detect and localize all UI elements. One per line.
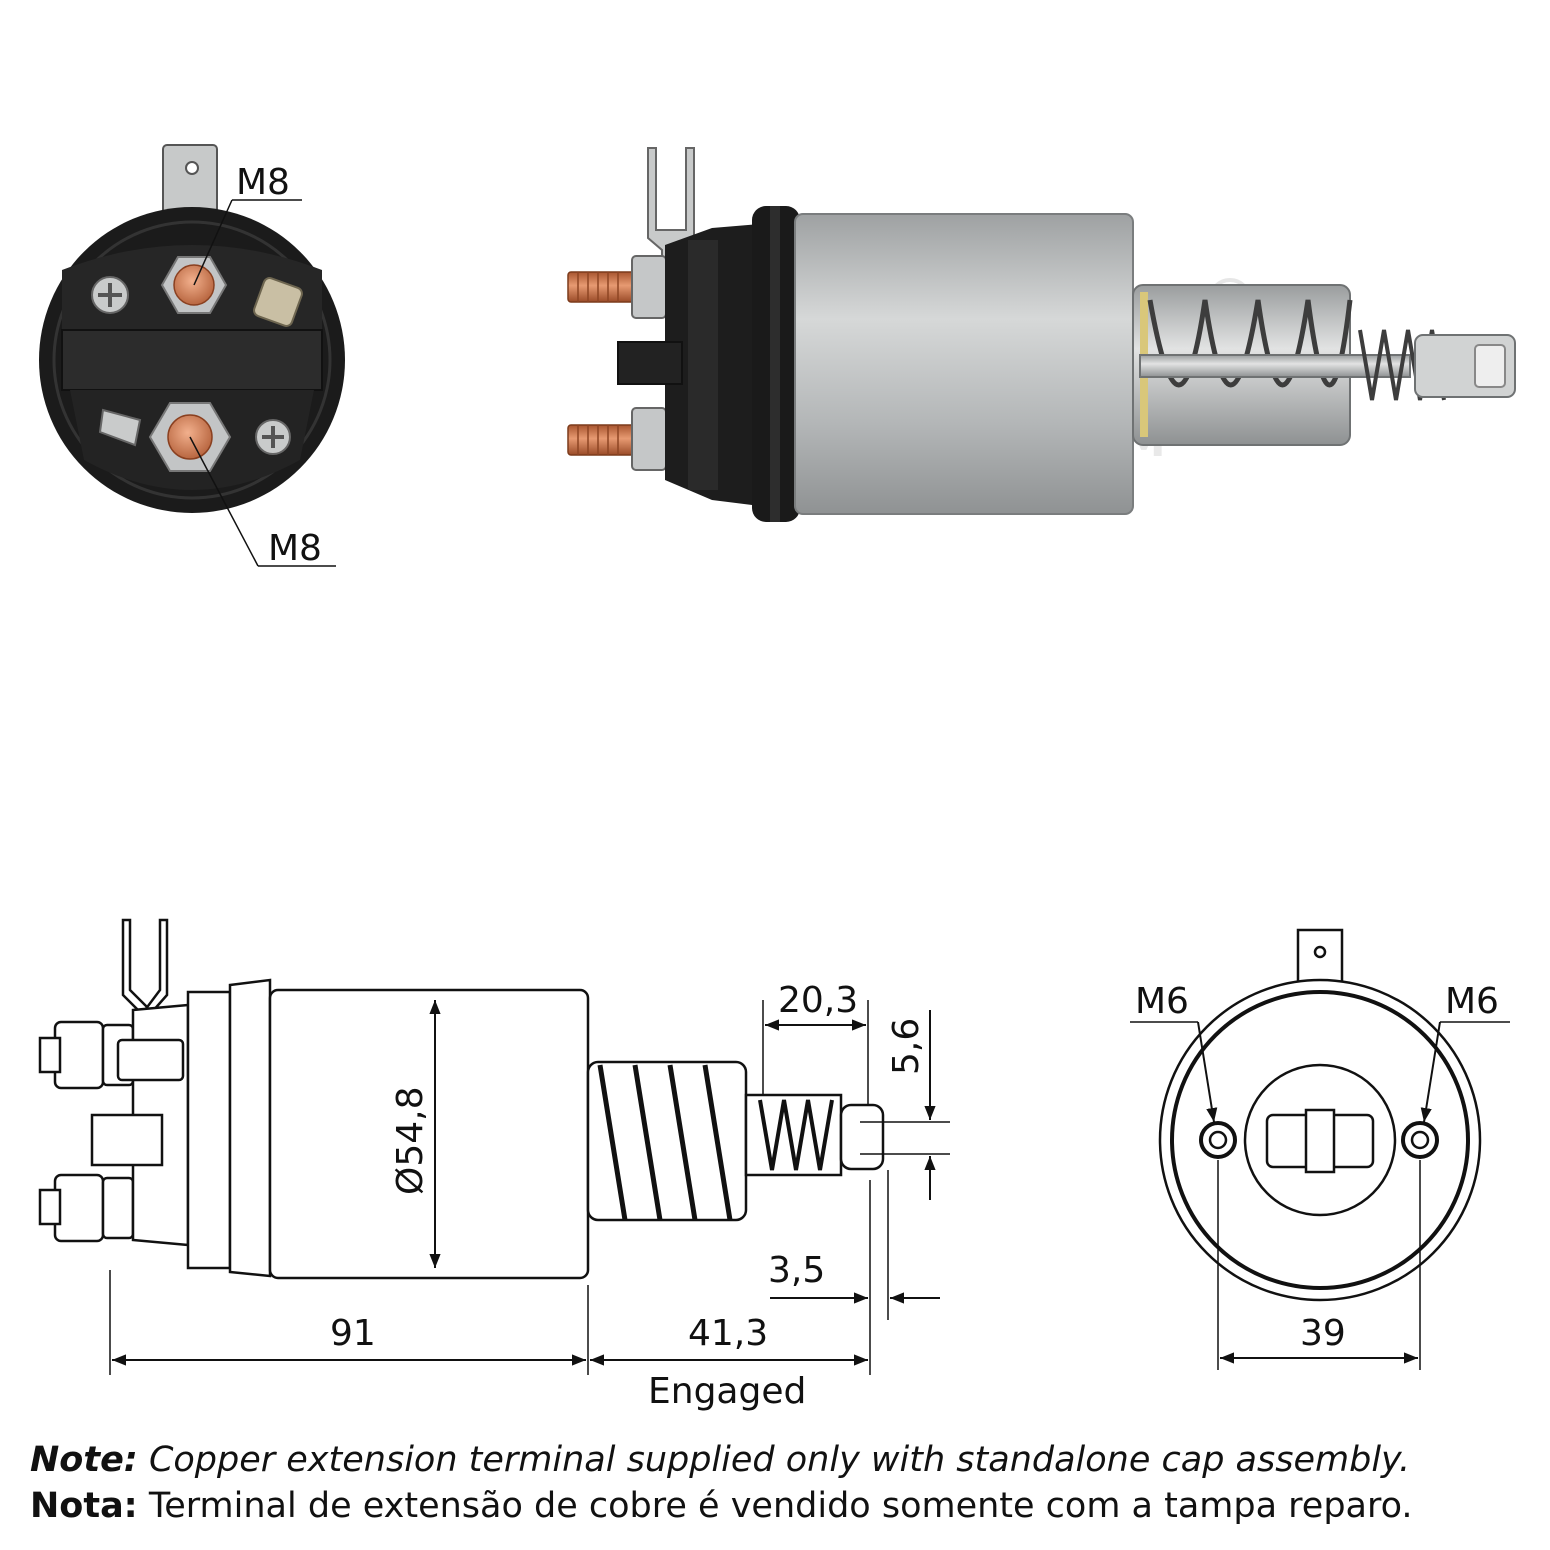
eyelet-height-dimension: 5,6	[886, 1018, 927, 1075]
note-portuguese: Nota: Terminal de extensão de cobre é ve…	[30, 1484, 1530, 1528]
mount-spacing-dimension: 39	[1300, 1313, 1346, 1354]
cap-end-view-photo: M8 M8	[39, 144, 345, 569]
body-length-dimension: 91	[330, 1313, 376, 1354]
end-view-drawing	[1130, 928, 1510, 1370]
screw-icon	[255, 419, 291, 455]
side-view-drawing	[38, 918, 950, 1375]
engaged-label: Engaged	[648, 1371, 806, 1412]
note-text-en: Copper extension terminal supplied only …	[137, 1440, 1411, 1480]
eyelet-width-dimension: 20,3	[778, 980, 858, 1021]
plunger-length-dimension: 41,3	[688, 1313, 768, 1354]
note-text-pt: Terminal de extensão de cobre é vendido …	[137, 1486, 1413, 1526]
note-key-en: Note:	[30, 1440, 138, 1480]
left-thread-label: M6	[1135, 981, 1189, 1022]
top-thread-label: M8	[236, 162, 290, 203]
diameter-dimension: Ø54,8	[390, 1087, 431, 1196]
right-thread-label: M6	[1445, 981, 1499, 1022]
bottom-thread-label: M8	[268, 528, 322, 569]
solenoid-side-photo	[567, 147, 1516, 522]
gap-dimension: 3,5	[768, 1250, 825, 1291]
note-key-pt: Nota:	[30, 1486, 138, 1526]
note-english: Note: Copper extension terminal supplied…	[30, 1438, 1530, 1482]
screw-icon	[91, 276, 129, 314]
